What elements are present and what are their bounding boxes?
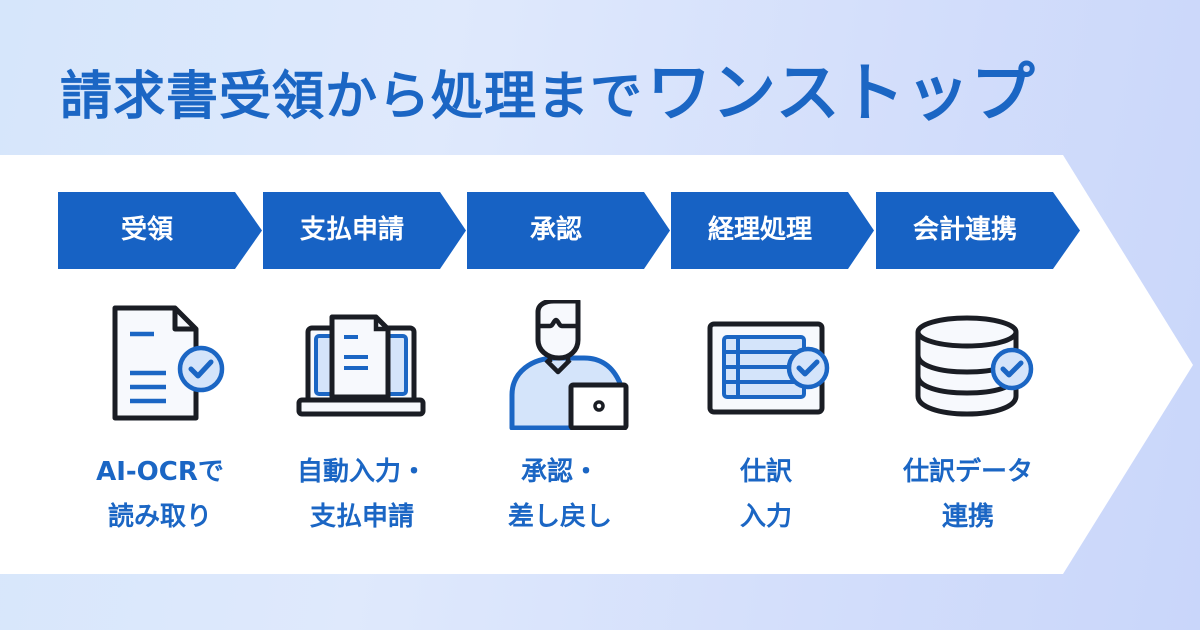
step-caption-approval: 承認・ 差し戻し bbox=[470, 450, 650, 540]
step-chevron-accounting: 経理処理 bbox=[671, 192, 877, 269]
step-caption-accounting: 仕訳 入力 bbox=[676, 450, 856, 540]
title-emphasis: ワンストップ bbox=[647, 57, 1036, 131]
caption-line: AI-OCRで bbox=[96, 457, 224, 487]
step-label: 承認 bbox=[529, 215, 582, 245]
caption-line: 仕訳データ bbox=[902, 457, 1033, 487]
step-chevron-integration: 会計連携 bbox=[876, 192, 1082, 269]
caption-line: 承認・ bbox=[520, 457, 599, 487]
page-title: 請求書受領から処理までワンストップ bbox=[60, 42, 1036, 132]
ledger-check-icon bbox=[707, 321, 830, 415]
caption-line: 支払申請 bbox=[309, 502, 414, 532]
caption-line: 差し戻し bbox=[507, 502, 612, 532]
step-label: 支払申請 bbox=[299, 215, 404, 245]
title-main: 請求書受領から処理まで bbox=[60, 67, 644, 127]
step-label: 会計連携 bbox=[912, 215, 1017, 245]
step-caption-receive: AI-OCRで 読み取り bbox=[70, 450, 250, 540]
step-chevron-approval: 承認 bbox=[467, 192, 673, 269]
caption-line: 連携 bbox=[941, 502, 994, 532]
caption-line: 自動入力・ bbox=[296, 457, 427, 487]
database-check-icon bbox=[915, 315, 1034, 417]
step-label: 経理処理 bbox=[707, 215, 812, 245]
caption-line: 入力 bbox=[739, 502, 792, 532]
step-caption-integration: 仕訳データ 連携 bbox=[878, 450, 1058, 540]
laptop-document-icon bbox=[296, 314, 426, 417]
caption-line: 読み取り bbox=[107, 502, 212, 532]
step-chevron-payment-request: 支払申請 bbox=[263, 192, 469, 269]
document-check-icon bbox=[112, 305, 225, 421]
step-label: 受領 bbox=[120, 215, 173, 245]
step-caption-payment-request: 自動入力・ 支払申請 bbox=[272, 450, 452, 540]
person-laptop-icon bbox=[509, 300, 629, 430]
caption-line: 仕訳 bbox=[739, 457, 792, 487]
step-chevron-receive: 受領 bbox=[58, 192, 264, 269]
